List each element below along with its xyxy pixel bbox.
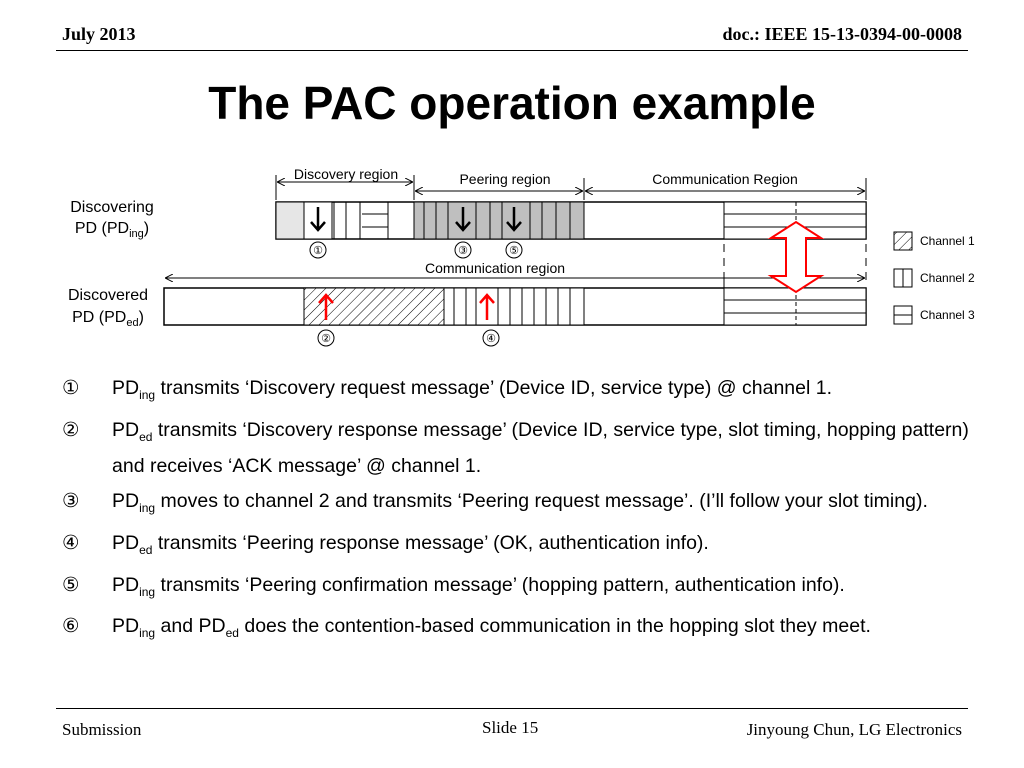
step-markers-bottom: ② ④ bbox=[317, 329, 500, 347]
contention-double-arrow bbox=[767, 220, 825, 294]
item-number: ② bbox=[62, 418, 80, 441]
step-4-marker: ④ bbox=[486, 333, 496, 345]
discovered-label: Discovered bbox=[68, 287, 148, 304]
item-number: ③ bbox=[62, 489, 80, 512]
communication-region-label-bottom: Communication region bbox=[425, 260, 565, 276]
step-5-marker: ⑤ bbox=[509, 245, 519, 257]
header-divider bbox=[56, 50, 968, 51]
item-number: ① bbox=[62, 377, 80, 399]
slide-title: The PAC operation example bbox=[208, 77, 816, 129]
step-3-marker: ③ bbox=[458, 245, 468, 257]
item-number: ⑤ bbox=[62, 573, 80, 596]
item-number: ④ bbox=[62, 531, 80, 554]
slide-number: Slide 15 bbox=[482, 718, 539, 737]
footer-divider bbox=[56, 708, 968, 709]
step-1-marker: ① bbox=[313, 245, 323, 257]
legend-channel-3: Channel 3 bbox=[920, 308, 975, 322]
legend-channel-2: Channel 2 bbox=[920, 271, 975, 285]
item-number: ⑥ bbox=[62, 615, 80, 638]
footer-submission: Submission bbox=[62, 720, 142, 739]
header-doc-id: doc.: IEEE 15-13-0394-00-0008 bbox=[722, 24, 963, 44]
discovering-pd-label: PD (PDing) bbox=[75, 220, 149, 240]
discovery-region-label: Discovery region bbox=[294, 166, 398, 182]
pac-timing-diagram: Discovery region Peering region Communic… bbox=[68, 166, 975, 347]
peering-region-label: Peering region bbox=[459, 171, 550, 187]
discovering-label: Discovering bbox=[70, 199, 154, 216]
discovering-timeline bbox=[275, 201, 867, 280]
step-2-marker: ② bbox=[321, 333, 331, 345]
communication-region-label-top: Communication Region bbox=[652, 171, 798, 187]
header-date: July 2013 bbox=[62, 24, 136, 44]
discovered-pd-label: PD (PDed) bbox=[72, 309, 144, 329]
discovered-timeline bbox=[163, 280, 867, 326]
legend-channel-1: Channel 1 bbox=[920, 234, 975, 248]
channel-legend: Channel 1 Channel 2 Channel 3 bbox=[893, 231, 975, 325]
footer-author: Jinyoung Chun, LG Electronics bbox=[746, 720, 962, 739]
